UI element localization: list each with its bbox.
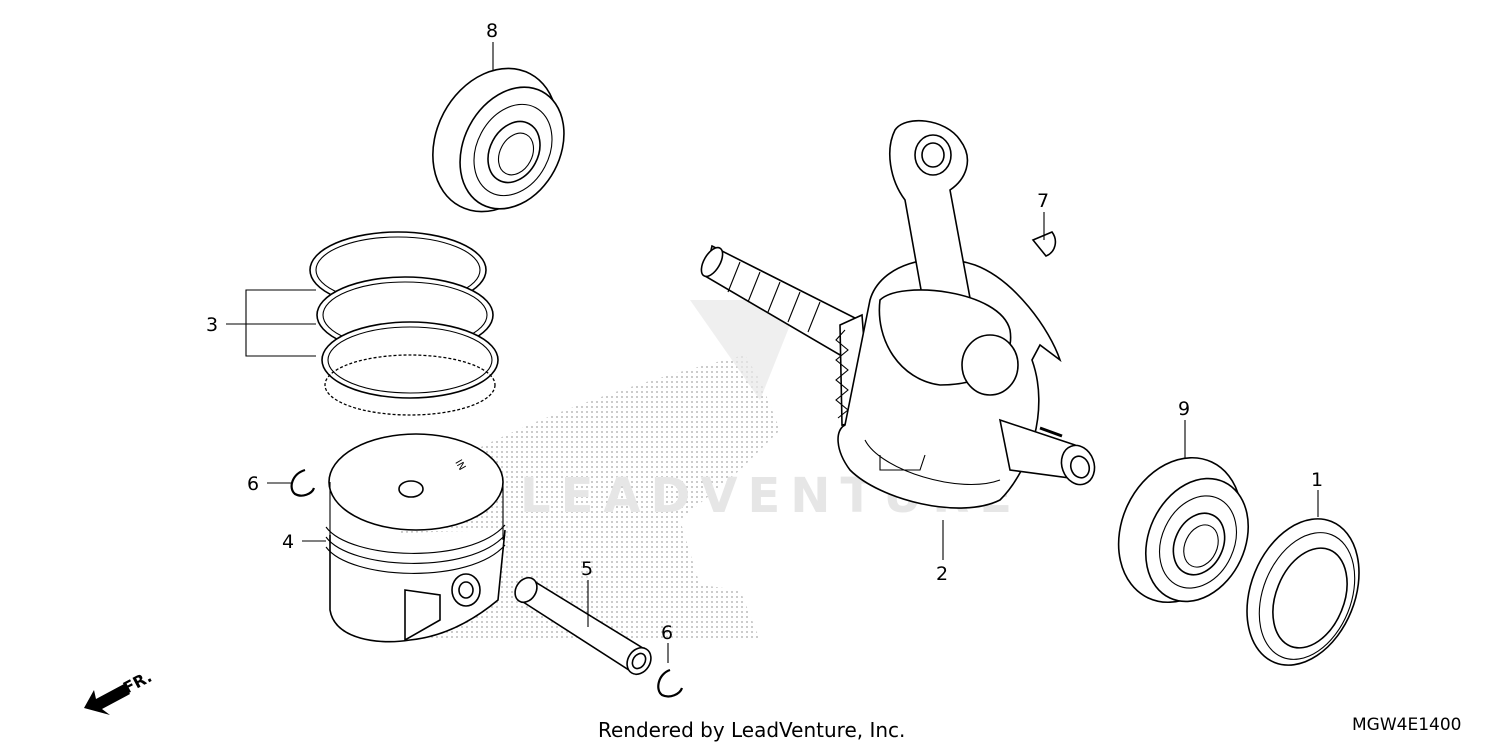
oil-seal-1-part: [1246, 518, 1360, 666]
bearing-9-part: [1117, 456, 1250, 604]
woodruff-key-7-part: [1031, 231, 1057, 257]
piston-pin-part: [514, 576, 652, 676]
callout-6-left: 6: [247, 473, 259, 495]
callout-5: 5: [581, 558, 593, 580]
piston-part: [325, 433, 506, 643]
leader-lines: [267, 42, 1319, 663]
callout-7: 7: [1037, 190, 1049, 212]
callout-3: 3: [206, 314, 218, 336]
callout-6-right: 6: [661, 622, 673, 644]
front-direction-arrow-icon: [84, 684, 130, 715]
clip-6-left-part: [290, 468, 316, 497]
callout-2: 2: [936, 563, 948, 585]
callout-8: 8: [486, 20, 498, 42]
piston-rings-part: [309, 231, 499, 416]
callout-4: 4: [282, 531, 294, 553]
crankshaft-part: [700, 119, 1096, 509]
bearing-8-part: [432, 67, 565, 213]
clip-6-right-part: [657, 668, 684, 698]
callout-1: 1: [1311, 469, 1323, 491]
piston-mark: IN: [452, 458, 467, 473]
callout-3-bracket: [226, 289, 316, 357]
diagram-code: MGW4E1400: [1352, 715, 1462, 735]
render-credit: Rendered by LeadVenture, Inc.: [598, 718, 906, 742]
callout-9: 9: [1178, 398, 1190, 420]
